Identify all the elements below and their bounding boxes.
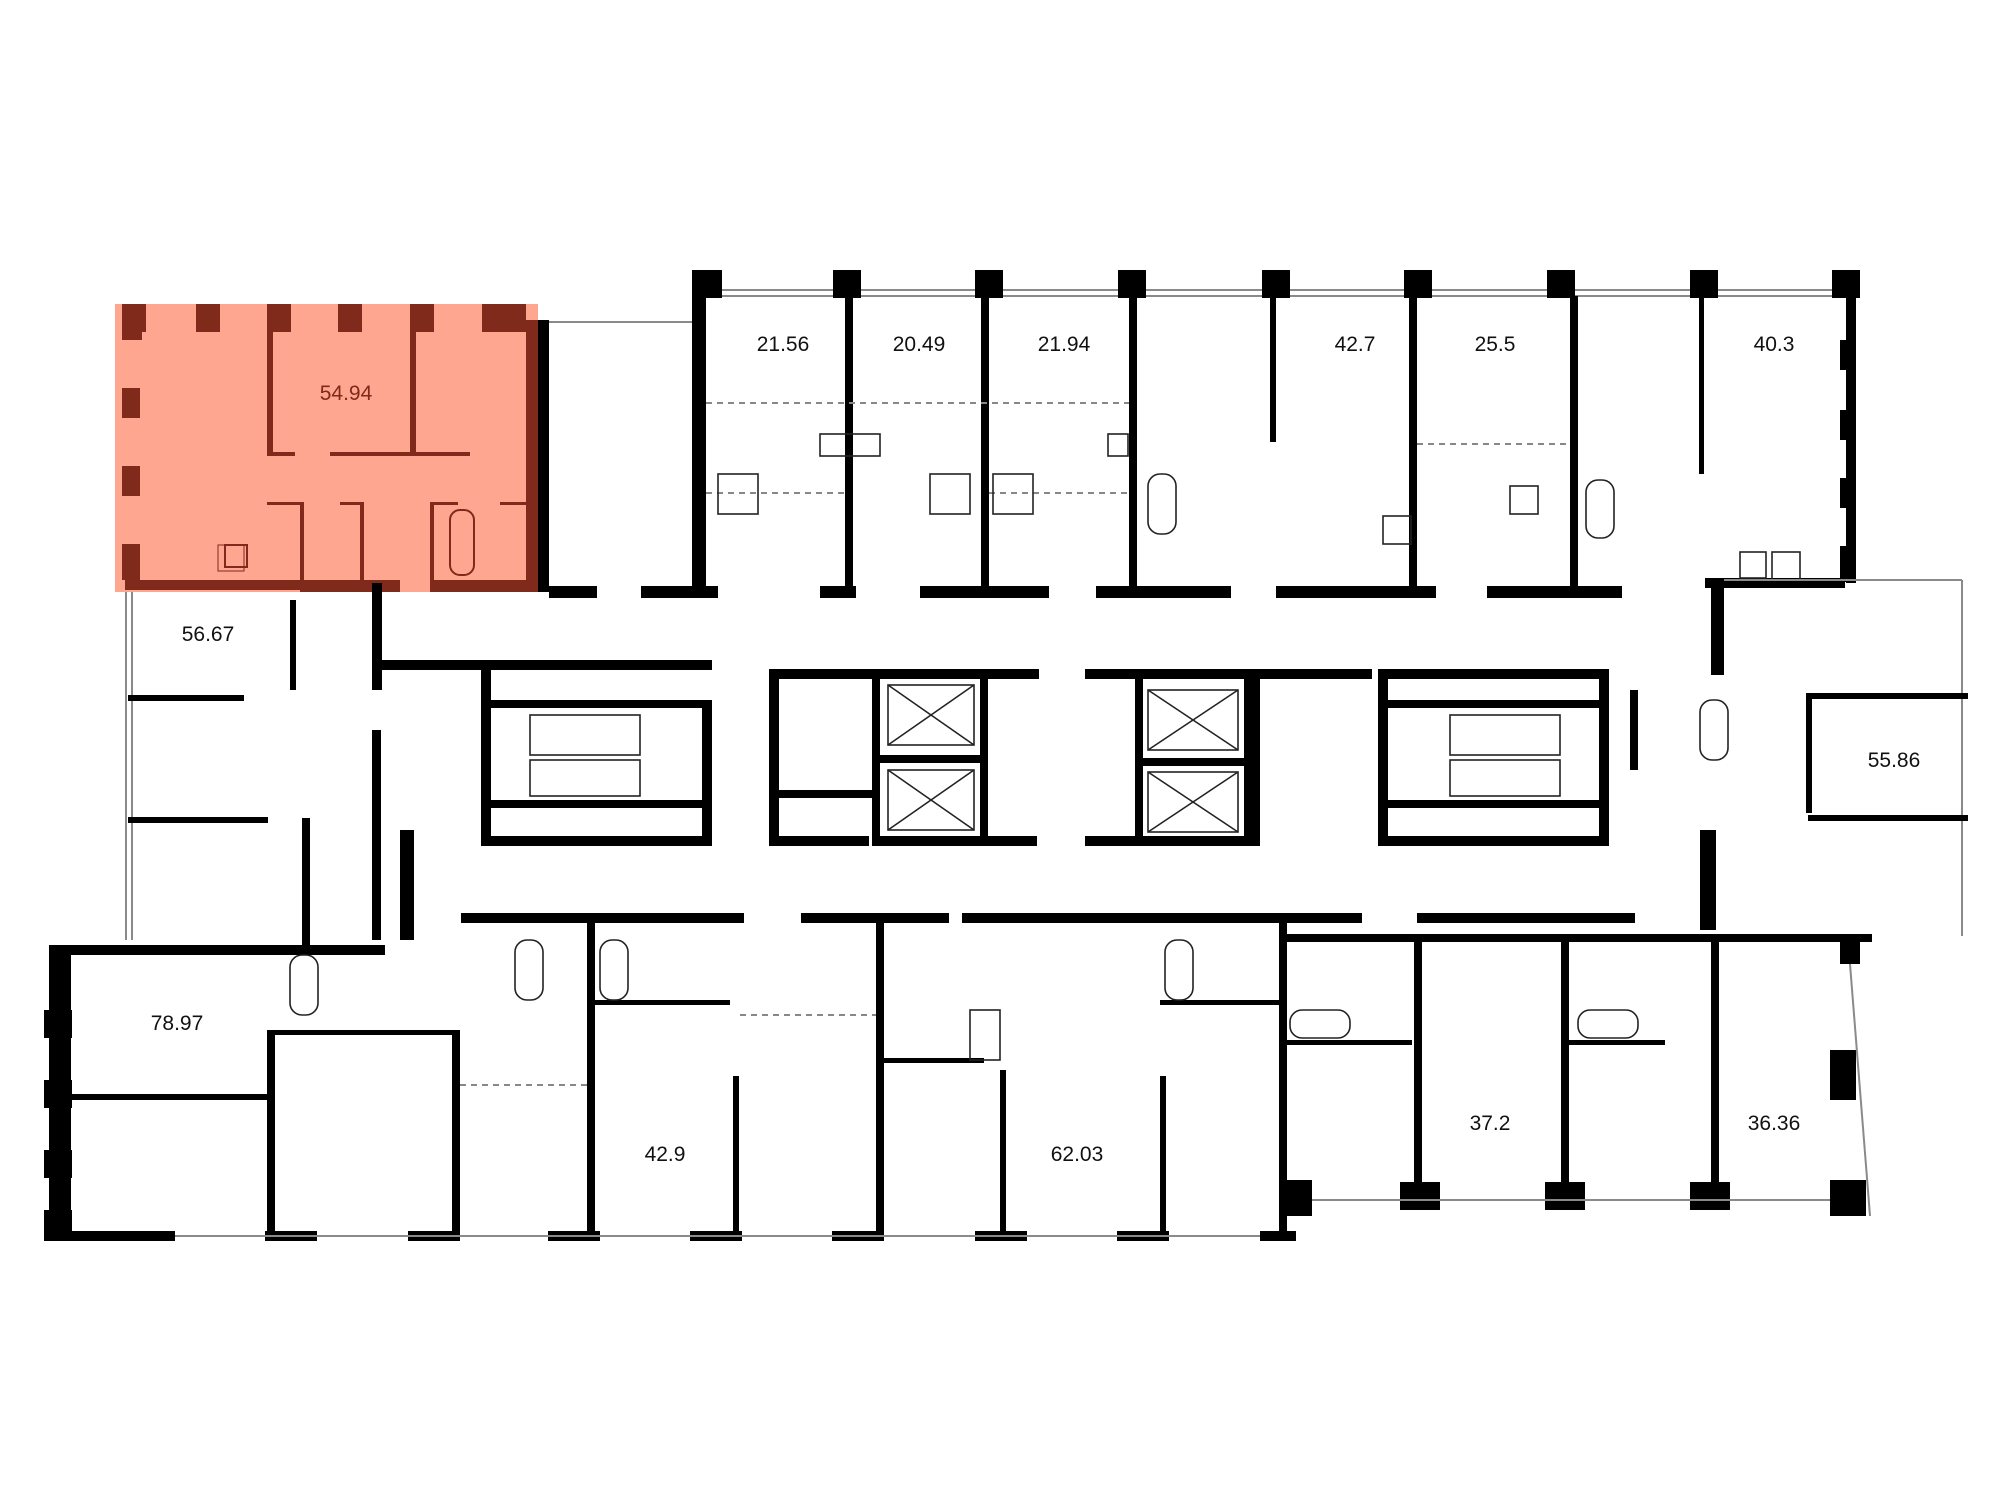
- apartment-area-label[interactable]: 36.36: [1748, 1112, 1801, 1135]
- apartment-area-label[interactable]: 55.86: [1868, 749, 1921, 772]
- apartment-selected[interactable]: 54.94: [115, 304, 538, 592]
- apartment-area-label[interactable]: 21.56: [757, 333, 810, 356]
- apartment-area-label[interactable]: 42.7: [1335, 333, 1376, 356]
- apartment-area-label[interactable]: 78.97: [151, 1012, 204, 1035]
- elevator-icon: [1147, 689, 1239, 833]
- apartment-area-label[interactable]: 42.9: [645, 1143, 686, 1166]
- stairs-right-icon: [1449, 714, 1561, 797]
- apartment-area-label[interactable]: 21.94: [1038, 333, 1091, 356]
- walls-top-block: [538, 270, 1860, 598]
- walls-left-block: [44, 583, 1296, 1241]
- building-core: [372, 655, 1724, 923]
- apartment-area-label: 54.94: [320, 382, 373, 405]
- selected-apartment-fill: [115, 304, 538, 592]
- apartment-area-label[interactable]: 20.49: [893, 333, 946, 356]
- apartment-area-label[interactable]: 25.5: [1475, 333, 1516, 356]
- apartment-area-label[interactable]: 56.67: [182, 623, 235, 646]
- apartment-area-label[interactable]: 40.3: [1754, 333, 1795, 356]
- apartment-area-label[interactable]: 37.2: [1470, 1112, 1511, 1135]
- elevator-icon: [887, 684, 975, 831]
- apartment-area-label[interactable]: 62.03: [1051, 1143, 1104, 1166]
- apartment-labels: 56.67 78.97 21.56 20.49 21.94 42.7 25.5 …: [151, 333, 1921, 1166]
- stairs-left-icon: [529, 714, 641, 797]
- walls-right-block: [1282, 579, 1968, 1217]
